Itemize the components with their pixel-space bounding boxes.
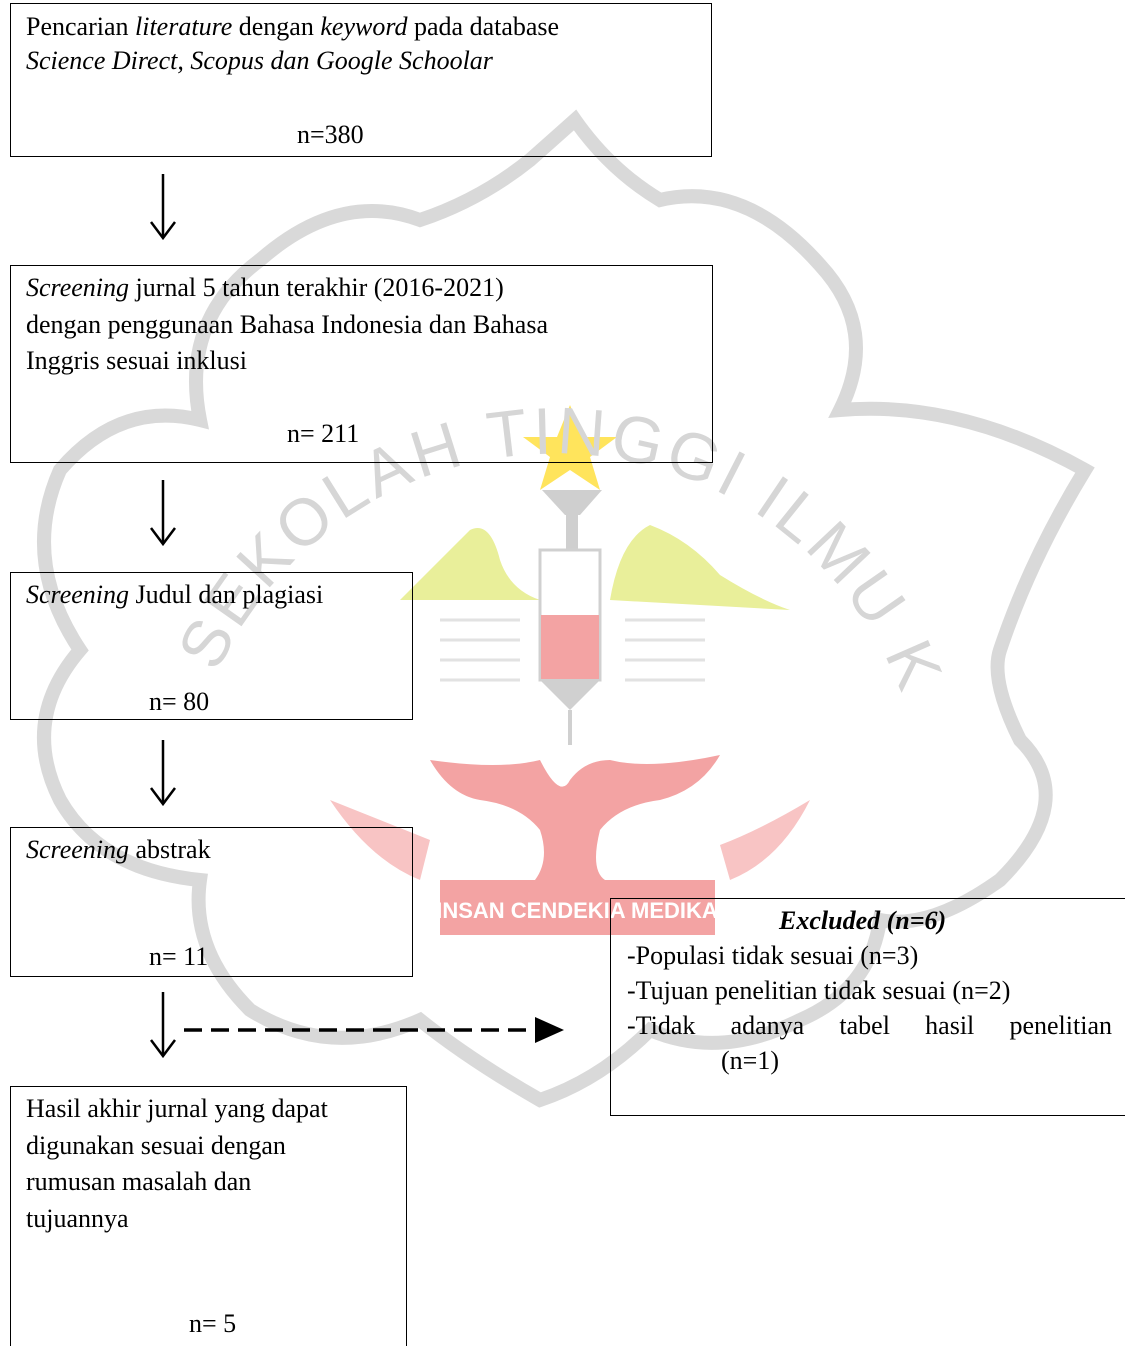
search-count: n=380 [297, 120, 364, 149]
excluded-item-table-word: -Tidak [627, 1011, 696, 1040]
excluded-item-objective: -Tujuan penelitian tidak sesuai (n=2) [627, 976, 1011, 1005]
arrow-down-1 [150, 174, 176, 241]
leaf-left [400, 528, 540, 600]
screening-label: Screening [26, 835, 129, 864]
excluded-item-population: -Populasi tidak sesuai (n=3) [627, 941, 919, 970]
final-count: n= 5 [189, 1309, 237, 1338]
screening-title-count: n= 80 [149, 687, 210, 716]
screening-abstract-box: Screening abstrak n= 11 [10, 827, 413, 977]
search-text-d: keyword [320, 12, 408, 41]
excluded-item-table-word: penelitian [1009, 1011, 1112, 1040]
search-text-e: pada database [407, 12, 560, 41]
final-line1: Hasil akhir jurnal yang dapat [26, 1094, 328, 1123]
final-line3: rumusan masalah dan [26, 1167, 252, 1196]
excluded-item-table-word: hasil [925, 1011, 975, 1040]
final-line2: digunakan sesuai dengan [26, 1131, 286, 1160]
screening-year-count: n= 211 [287, 419, 360, 448]
excluded-title: Excluded (n=6) [779, 906, 947, 935]
dashed-arrow-excluded [184, 1017, 564, 1043]
red-emblem-tails [330, 800, 810, 880]
excluded-item-table-count: (n=1) [721, 1046, 779, 1075]
screening-title-text: Judul dan plagiasi [129, 580, 324, 609]
leaf-right [610, 525, 790, 610]
book-lines [440, 618, 705, 682]
search-databases: Science Direct, Scopus dan Google School… [26, 46, 493, 75]
search-text-b: literature [135, 12, 233, 41]
excluded-box: Excluded (n=6) -Populasi tidak sesuai (n… [610, 898, 1125, 1116]
arrow-down-4 [150, 992, 176, 1059]
red-emblem [430, 755, 720, 880]
star-icon [523, 405, 617, 490]
arrow-down-3 [150, 740, 176, 807]
search-box: Pencarian literature dengan keyword pada… [10, 3, 712, 157]
watermark-banner-text: INSAN CENDEKIA MEDIKA [436, 898, 718, 923]
final-result-box: Hasil akhir jurnal yang dapat digunakan … [10, 1086, 407, 1346]
watermark-banner [440, 880, 715, 935]
syringe-icon [538, 490, 602, 745]
screening-year-line2: dengan penggunaan Bahasa Indonesia dan B… [26, 310, 548, 339]
arrow-down-2 [150, 480, 176, 547]
search-text-a: Pencarian [26, 12, 136, 41]
screening-label: Screening [26, 580, 129, 609]
screening-title-box: Screening Judul dan plagiasi n= 80 [10, 572, 413, 720]
watermark-outline [37, 109, 1095, 1108]
screening-year-text: jurnal 5 tahun terakhir (2016-2021) [129, 273, 504, 302]
screening-abstract-text: abstrak [129, 835, 211, 864]
search-text-c: dengan [232, 12, 321, 41]
screening-abstract-count: n= 11 [149, 942, 209, 971]
excluded-item-table-word: adanya [730, 1011, 805, 1040]
screening-label: Screening [26, 273, 129, 302]
final-line4: tujuannya [26, 1204, 129, 1233]
excluded-item-table: -Tidak adanya tabel hasil penelitian [627, 1009, 1112, 1043]
screening-year-box: Screening jurnal 5 tahun terakhir (2016-… [10, 265, 713, 463]
excluded-item-table-word: tabel [839, 1011, 890, 1040]
screening-year-line3: Inggris sesuai inklusi [26, 346, 247, 375]
